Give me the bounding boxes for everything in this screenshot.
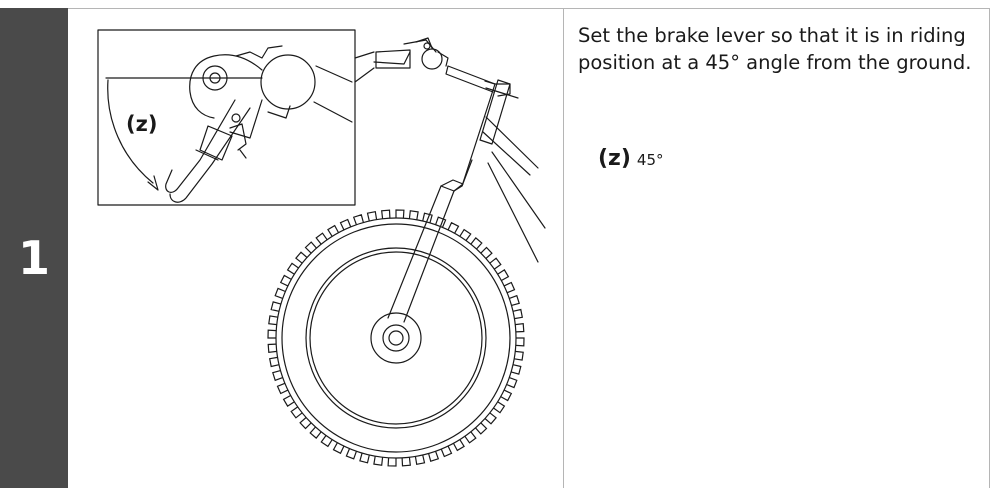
frame-tubes: [479, 79, 546, 263]
tread-knobs: [267, 209, 525, 467]
step-marker: 1: [0, 8, 68, 488]
legend-value: 45°: [636, 151, 664, 169]
legend-item: (z) 45°: [598, 146, 664, 171]
bike-brake-illustration: (z): [97, 29, 546, 467]
instruction-text: Set the brake lever so that it is in rid…: [578, 24, 972, 74]
tyre-tread: [267, 209, 525, 467]
handlebar: [373, 37, 511, 97]
legend-key: (z): [598, 146, 631, 171]
angle-indicator: [105, 77, 263, 191]
fork: [387, 80, 496, 323]
callout-label: (z): [126, 112, 157, 136]
step-number: 1: [17, 231, 50, 285]
detail-inset-box: [97, 29, 375, 206]
column-divider: [563, 8, 564, 488]
brake-lever-detail: [165, 45, 353, 203]
front-wheel: [275, 217, 517, 459]
